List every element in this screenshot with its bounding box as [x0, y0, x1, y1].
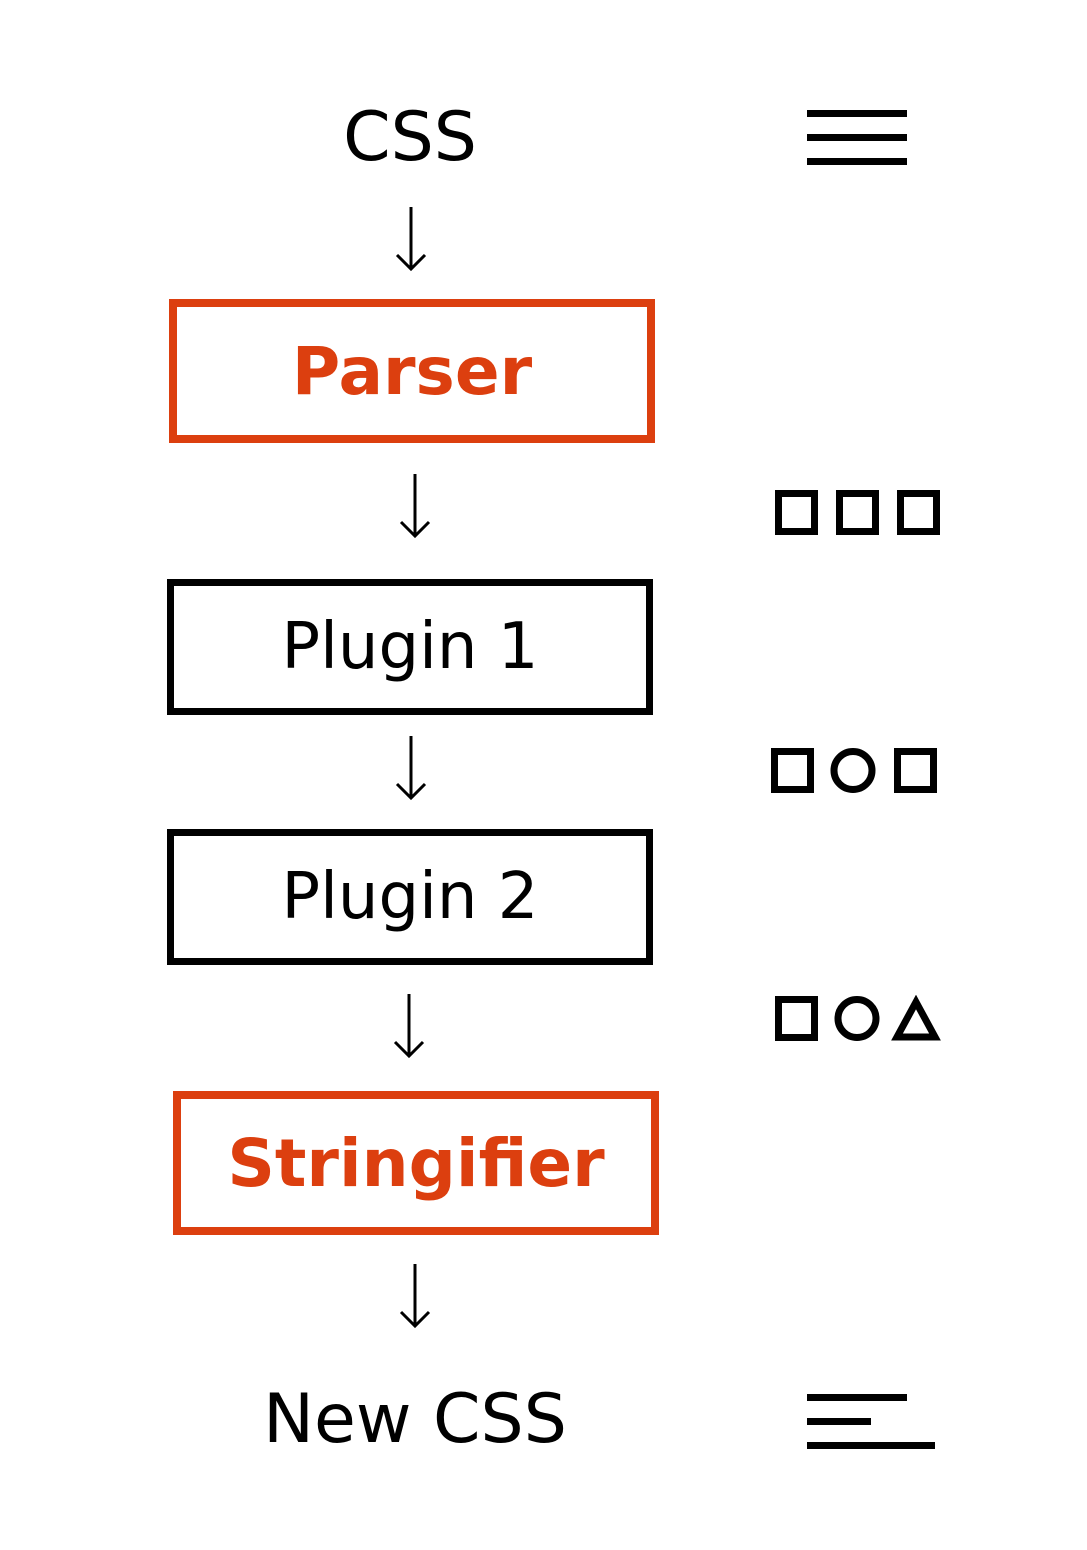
plugin-1-box: Plugin 1 [167, 579, 653, 715]
input-css-label: CSS [343, 98, 477, 177]
plugin-1-label: Plugin 1 [281, 610, 539, 684]
plugin-2-box: Plugin 2 [167, 829, 653, 965]
plugin-2-label: Plugin 2 [281, 860, 539, 934]
arrow-down-icon [395, 736, 427, 801]
output-new-css-label: New CSS [263, 1380, 567, 1459]
square-circle-triangle-icon [775, 995, 941, 1041]
arrow-down-icon [399, 474, 431, 539]
equal-lines-icon [807, 110, 907, 165]
arrow-down-icon [393, 994, 425, 1059]
uneven-lines-icon [807, 1394, 935, 1449]
arrow-down-icon [399, 1264, 431, 1329]
stringifier-box: Stringifier [173, 1091, 659, 1235]
parser-box: Parser [169, 299, 655, 443]
square-circle-square-icon [771, 748, 937, 793]
square-square-square-icon [775, 490, 940, 535]
parser-label: Parser [291, 332, 533, 410]
arrow-down-icon [395, 207, 427, 272]
stringifier-label: Stringifier [227, 1124, 605, 1202]
